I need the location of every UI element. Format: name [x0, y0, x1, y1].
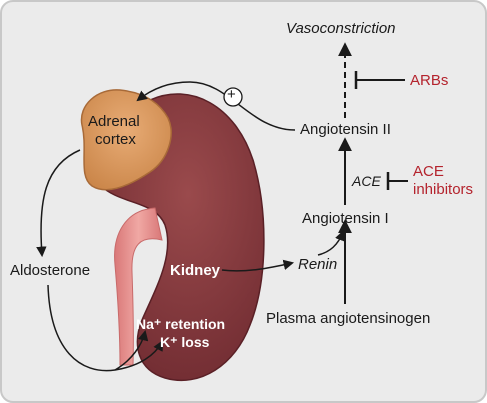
stimulation-plus-circle — [223, 87, 243, 107]
arrow-aldosterone-to-na-retention — [47, 284, 163, 372]
arrow-na-retention-secondary — [114, 329, 149, 371]
k-loss-label: K⁺ loss — [160, 334, 210, 350]
kidney-label: Kidney — [170, 262, 221, 279]
ace-inhibitors-label-line1: ACE — [413, 163, 444, 180]
ace-inhibitors-label-line2: inhibitors — [413, 181, 474, 198]
arrow-renin-to-conversion — [317, 230, 345, 256]
arrow-angiotensin-ii-to-adrenal — [136, 81, 296, 131]
angiotensin-ii-label: Angiotensin II — [300, 121, 391, 138]
vasoconstriction-label: Vasoconstriction — [286, 20, 396, 37]
plasma-angiotensinogen-label: Plasma angiotensinogen — [266, 310, 431, 327]
ureter-shape — [114, 207, 163, 366]
adrenal-cortex-label-line1: Adrenal — [88, 113, 140, 130]
ace-label: ACE — [352, 173, 381, 189]
plus-sign: + — [227, 86, 236, 103]
adrenal-gland-shape — [80, 89, 172, 191]
aldosterone-label: Aldosterone — [10, 262, 91, 279]
na-retention-label: Na⁺ retention — [136, 316, 226, 332]
arrow-adrenal-to-aldosterone — [36, 149, 81, 258]
arbs-label: ARBs — [410, 72, 449, 89]
arrow-kidney-to-renin — [221, 259, 295, 272]
renin-label: Renin — [298, 256, 338, 273]
adrenal-cortex-label-line2: cortex — [95, 131, 136, 148]
angiotensin-i-label: Angiotensin I — [302, 210, 389, 227]
